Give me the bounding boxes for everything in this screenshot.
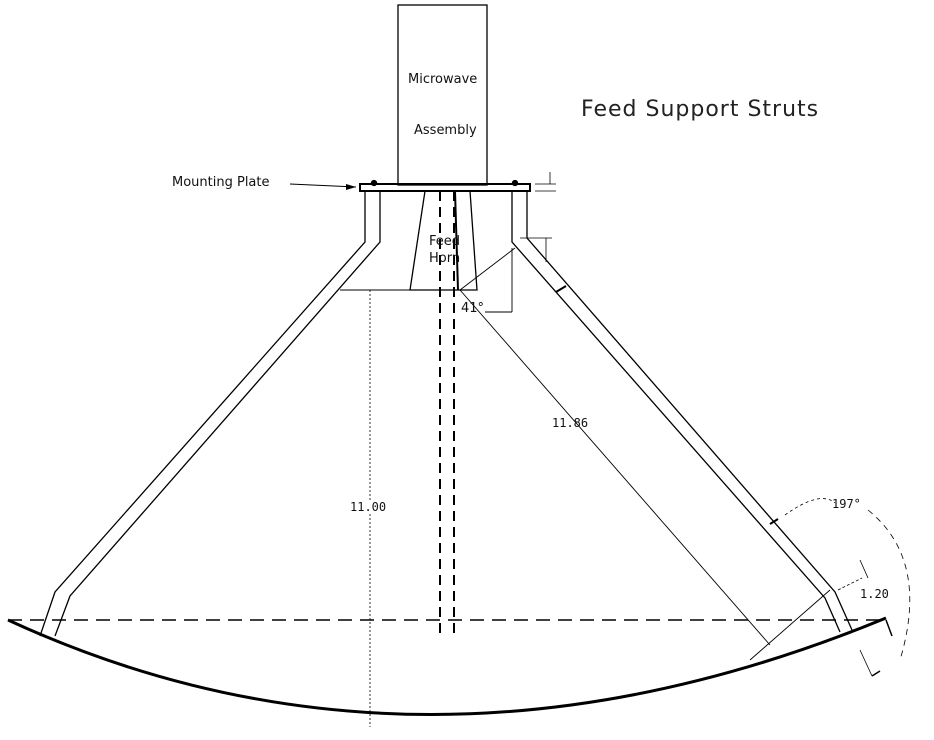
focal-height-label: 11.00 [350,500,387,514]
microwave-assembly-box [397,4,488,186]
drawing-title: Feed Support Struts [581,97,820,122]
assembly-label: Assembly [414,123,477,138]
horn-label: Horn [429,251,461,266]
strut-length-label: 11.86 [552,416,589,430]
feed-label: Feed [429,234,461,249]
edge-angle-label: 197° [832,497,861,511]
offset-label: 1.20 [860,587,889,601]
left-strut [39,191,381,637]
microwave-label: Microwave [408,72,478,87]
dish-reflector [7,616,887,716]
mounting-plate-label: Mounting Plate [172,175,270,190]
right-strut [511,191,853,633]
feed-tube [439,191,455,636]
strut-angle-label: 41° [461,301,485,316]
